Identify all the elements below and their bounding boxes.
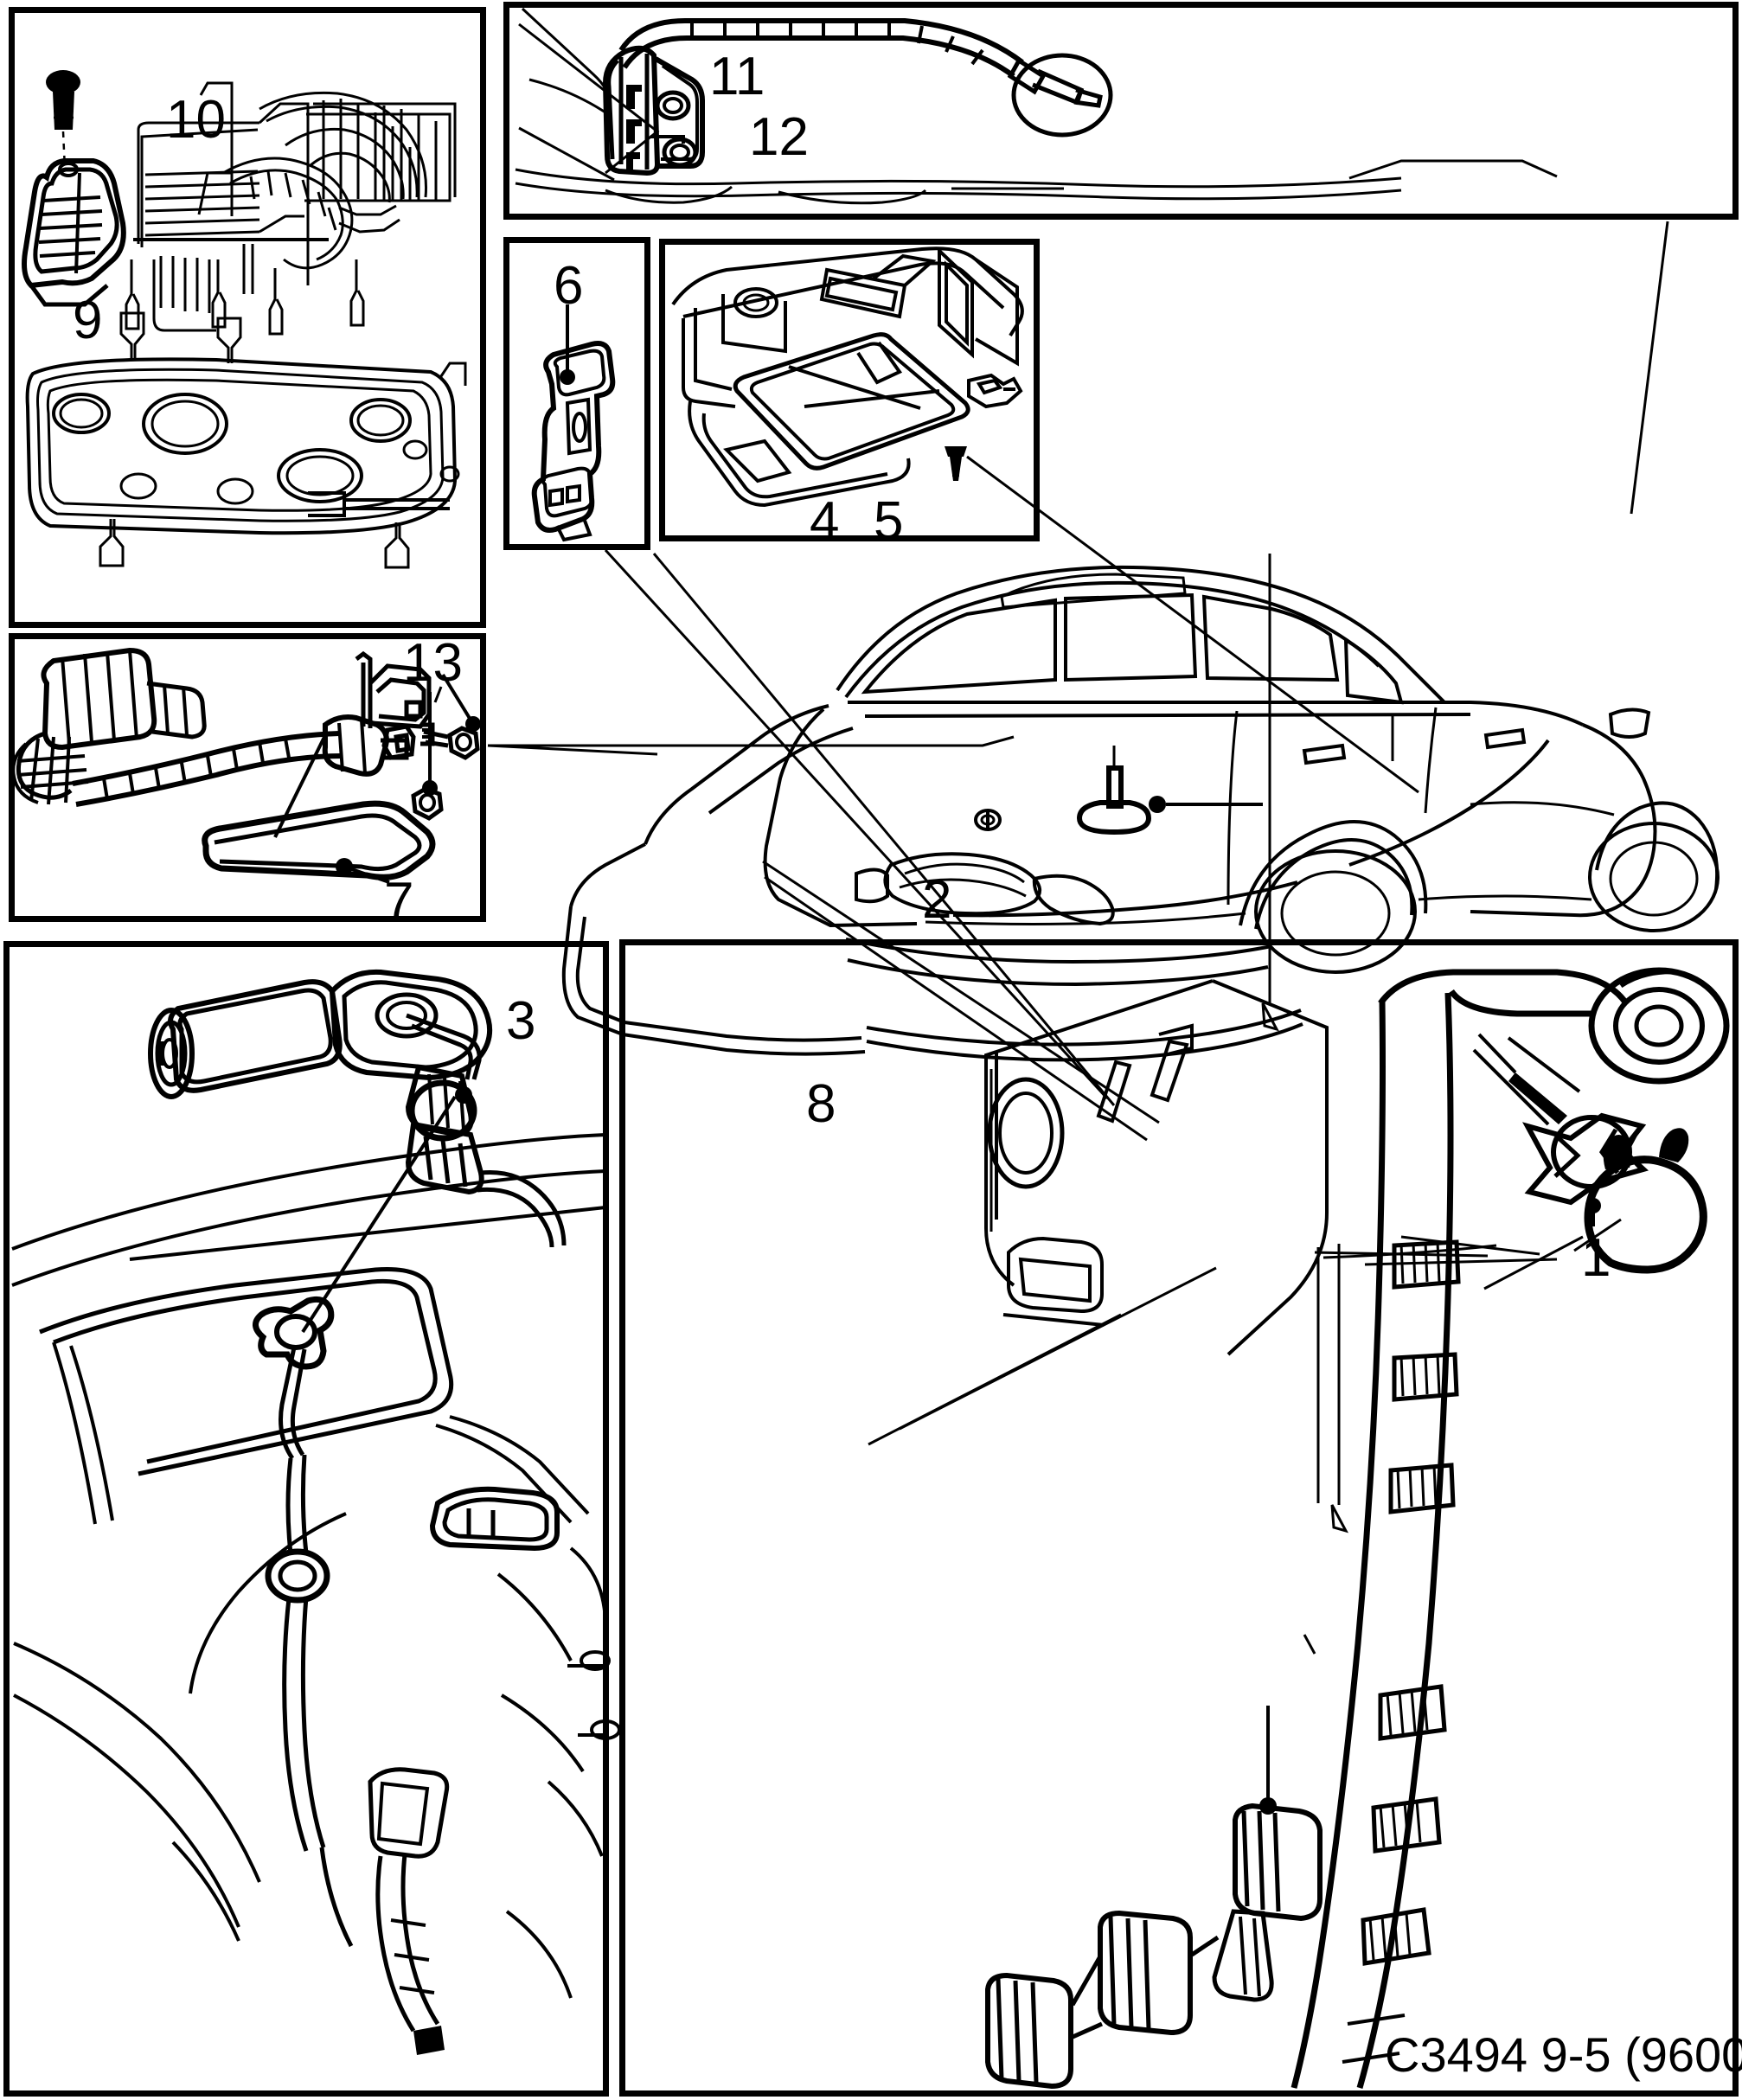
screw-icon	[46, 70, 80, 130]
callout-12: 12	[749, 107, 809, 167]
grommet-icon-3	[255, 1299, 330, 1458]
wiper-linkage-panel-art	[13, 650, 481, 882]
callout-13: 13	[403, 633, 463, 693]
connector-block-2	[1100, 1913, 1190, 2033]
grommet-icon	[1079, 746, 1149, 832]
rear-door-harness-panel-art	[986, 970, 1726, 2088]
pedal-pad	[24, 161, 124, 304]
diagram-caption: C3494 9-5 (9600)	[1385, 2027, 1742, 2082]
screw-icon-5	[945, 446, 967, 481]
pedal-panel-art	[24, 70, 465, 567]
antenna-panel-art	[516, 9, 1557, 203]
roof-console-panel-art	[673, 248, 1419, 832]
clip-icon	[1527, 1116, 1643, 1202]
panel-wiper-motor	[3, 941, 609, 2097]
callout-6: 6	[554, 256, 584, 316]
callout-11: 11	[709, 47, 765, 106]
harness-tape-bands	[1363, 1242, 1458, 1963]
dash-structure	[126, 83, 455, 334]
callout-5: 5	[874, 491, 904, 551]
bulkhead-cover	[28, 313, 465, 567]
callout-8: 8	[806, 1074, 836, 1134]
callout-2: 2	[922, 870, 952, 930]
callout-10: 10	[166, 90, 226, 150]
callout-1: 1	[1581, 1228, 1611, 1288]
nut-icon-upper	[450, 728, 477, 758]
antenna-amplifier	[605, 48, 702, 173]
grommet-icon-lower	[268, 1552, 327, 1851]
callout-4: 4	[810, 491, 840, 551]
antenna-cable	[621, 21, 1111, 135]
car-body-icon	[564, 567, 1718, 1060]
connector-block-3	[988, 1975, 1071, 2086]
callout-9: 9	[73, 291, 103, 350]
connector-block-1	[1214, 1806, 1320, 2000]
panel-pedal	[9, 7, 486, 628]
wiper-motor-panel-art	[12, 972, 619, 2055]
callout-7: 7	[384, 872, 414, 932]
callout-3: 3	[506, 991, 536, 1051]
bracket-panel-art	[535, 304, 613, 540]
panel-roof-console	[659, 239, 1040, 541]
